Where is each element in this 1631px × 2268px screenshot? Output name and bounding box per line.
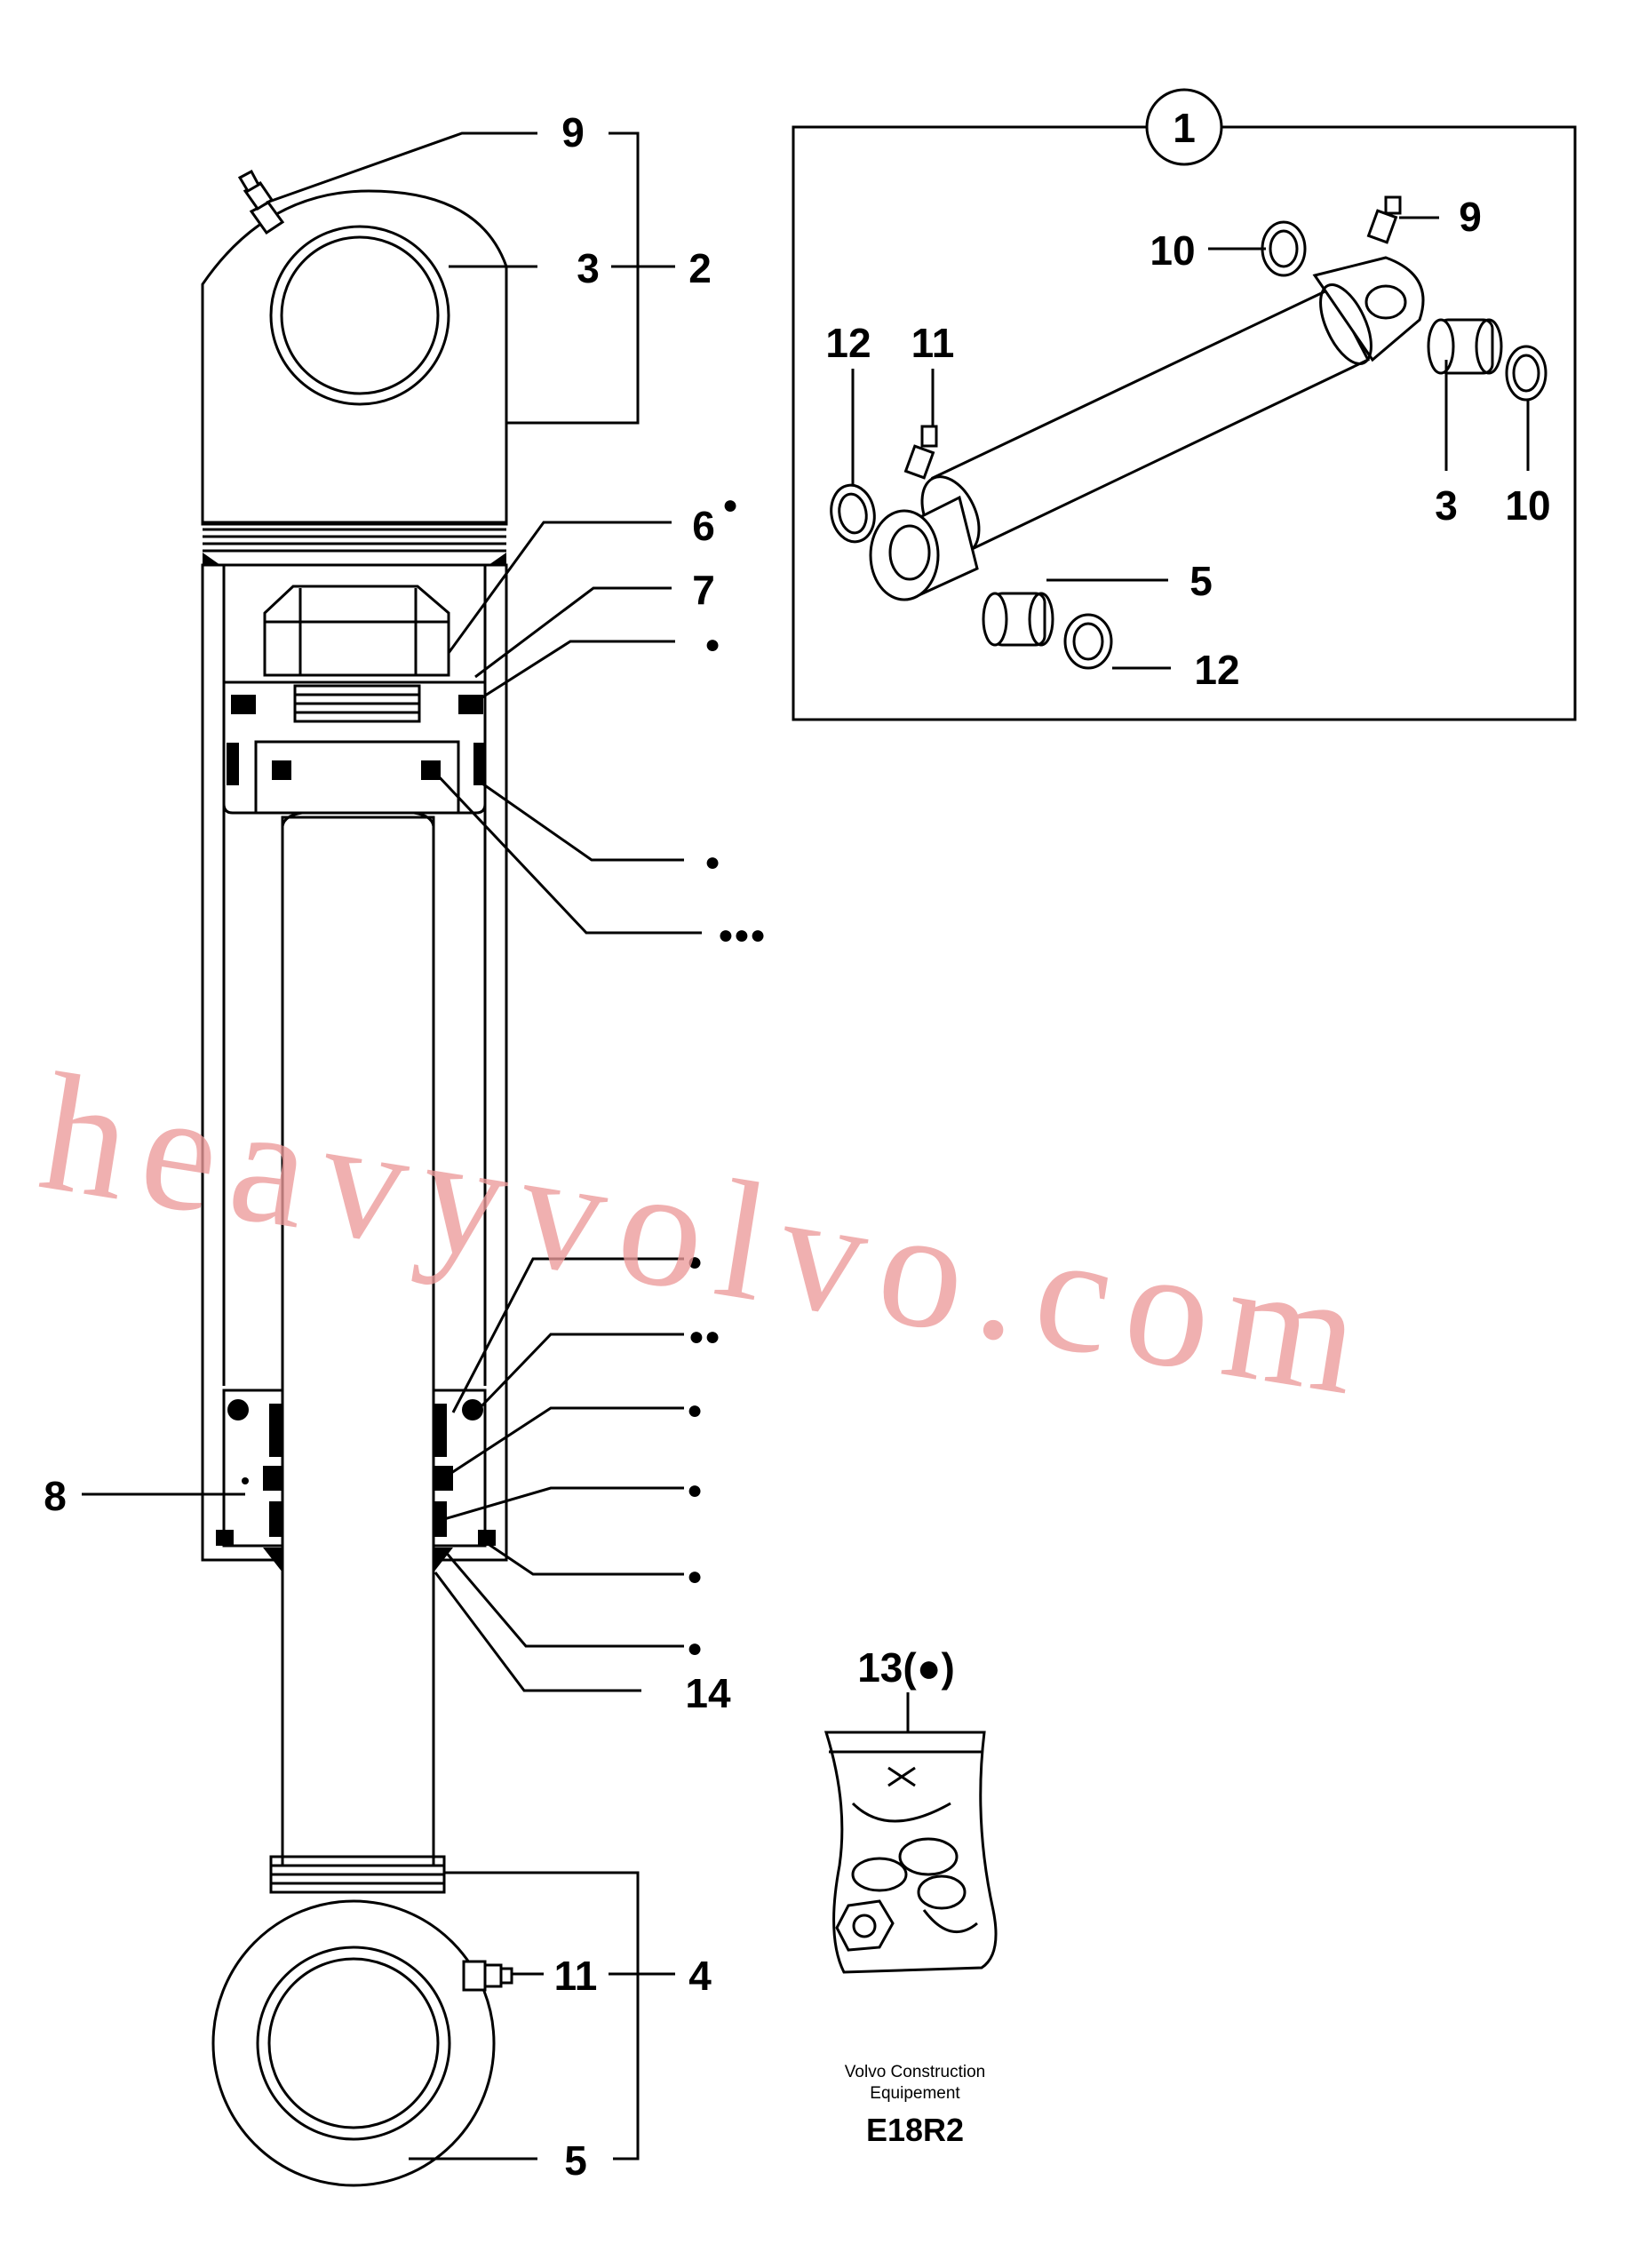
bullet-marker: ● [704, 848, 720, 877]
piston [222, 680, 487, 815]
main-cylinder [201, 169, 513, 2187]
part-labels: 9 3 2 6 7 8 14 11 4 5 13(●) [44, 109, 955, 2184]
label-2: 2 [688, 245, 712, 291]
label-4: 4 [688, 1953, 712, 1999]
grease-nipple-top-icon [237, 169, 285, 235]
inset-bushing-5 [982, 592, 1054, 647]
bullet-markers: ● ● ● ●●● ● ●● ● ● ● ● [687, 490, 766, 1663]
inset-label-12-left: 12 [825, 320, 871, 366]
bullet-marker: ●● [688, 1322, 720, 1351]
inset-ring-12-bottom [1063, 613, 1113, 670]
piston-rod [281, 816, 435, 1867]
callout-circle [1145, 88, 1223, 166]
label-6: 6 [692, 503, 715, 549]
head-eye-bore [269, 225, 450, 406]
label-8: 8 [44, 1473, 67, 1519]
inset-rod-eye [869, 509, 940, 601]
rod-thread [269, 1855, 446, 1894]
bullet-marker: ● [687, 1562, 703, 1591]
bullet-marker: ● [687, 1247, 703, 1277]
bullet-marker: ● [704, 630, 720, 659]
callout-number: 1 [1173, 105, 1196, 151]
inset-label-10-top: 10 [1150, 227, 1195, 274]
inset-bushing-3 [1427, 318, 1503, 375]
grease-nipple-bottom-icon [462, 1960, 513, 1992]
piston-nut [263, 585, 450, 677]
leader-lines [82, 131, 702, 2161]
inset-label-5: 5 [1189, 558, 1213, 604]
inset-assembly: 1 [792, 88, 1577, 721]
inset-cylinder-body [930, 287, 1371, 553]
label-5-bottom: 5 [564, 2137, 587, 2184]
seal-kit-bag [823, 1692, 998, 1974]
bullet-marker: ● [722, 490, 738, 520]
seal-kit-nut-icon [835, 1899, 895, 1952]
inset-label-3: 3 [1435, 482, 1458, 529]
rod-guide [216, 1389, 496, 1572]
label-9-top: 9 [561, 109, 585, 155]
bullet-marker: ● [687, 1476, 703, 1505]
bullet-marker: ● [687, 1634, 703, 1663]
label-7: 7 [692, 567, 715, 613]
bullet-marker: ● [687, 1396, 703, 1425]
head-eye-bushing [280, 235, 440, 395]
label-3-top: 3 [577, 245, 600, 291]
label-11-bottom: 11 [554, 1953, 598, 1999]
inset-label-10-right: 10 [1505, 482, 1550, 529]
inset-ring-12-left [830, 483, 876, 544]
inset-label-11: 11 [911, 320, 955, 366]
drawing-code: E18R2 [866, 2112, 964, 2148]
credit-line-1: Volvo Construction [845, 2063, 985, 2081]
label-14: 14 [685, 1670, 731, 1716]
inset-label-9: 9 [1459, 194, 1482, 240]
inset-label-12-bottom: 12 [1194, 647, 1239, 693]
bullet-marker: ●●● [718, 920, 766, 950]
rod-eye-bore [256, 1946, 451, 2141]
credit-line-2: Equipement [870, 2084, 960, 2103]
label-13-kit: 13(●) [857, 1644, 955, 1691]
